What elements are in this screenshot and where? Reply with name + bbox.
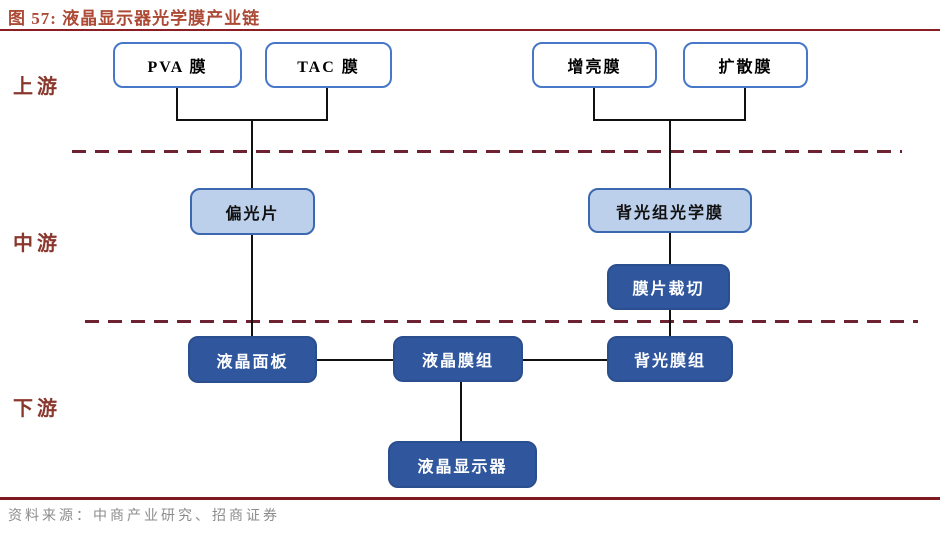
node-brightness-film: 增亮膜 — [532, 42, 657, 88]
edge-join-polarizer — [251, 119, 253, 188]
figure-title: 图 57: 液晶显示器光学膜产业链 — [8, 9, 261, 28]
edge-module-display — [460, 382, 462, 441]
stage-label-downstream: 下游 — [13, 398, 61, 420]
stage-label-midstream: 中游 — [13, 233, 61, 255]
edge-join-backlight-optical — [669, 119, 671, 188]
node-lcd-panel: 液晶面板 — [188, 336, 317, 383]
edge-tac-down — [326, 88, 328, 121]
separator-upstream-midstream — [72, 150, 902, 153]
node-polarizer: 偏光片 — [190, 188, 315, 235]
edge-pva-down — [176, 88, 178, 121]
node-backlight-module: 背光膜组 — [607, 336, 733, 382]
node-diffusion-film: 扩散膜 — [683, 42, 808, 88]
node-lcd-film-module: 液晶膜组 — [393, 336, 523, 382]
edge-module-backlight-module — [523, 359, 607, 361]
node-pva-film: PVA 膜 — [113, 42, 242, 88]
node-tac-film: TAC 膜 — [265, 42, 392, 88]
node-backlight-optical-film: 背光组光学膜 — [588, 188, 752, 233]
edge-panel-module — [317, 359, 393, 361]
edge-brightness-down — [593, 88, 595, 121]
edge-cutting-backlight-module — [669, 310, 671, 336]
source-note: 资料来源：中商产业研究、招商证券 — [8, 509, 280, 524]
node-film-cutting: 膜片裁切 — [607, 264, 730, 310]
separator-midstream-downstream — [85, 320, 918, 323]
edge-backlight-optical-cutting — [669, 233, 671, 264]
title-underline — [0, 29, 940, 31]
stage-label-upstream: 上游 — [13, 76, 61, 98]
footer-rule — [0, 497, 940, 500]
edge-diffusion-down — [744, 88, 746, 121]
node-lcd-display: 液晶显示器 — [388, 441, 537, 488]
edge-polarizer-lcd-panel — [251, 235, 253, 336]
